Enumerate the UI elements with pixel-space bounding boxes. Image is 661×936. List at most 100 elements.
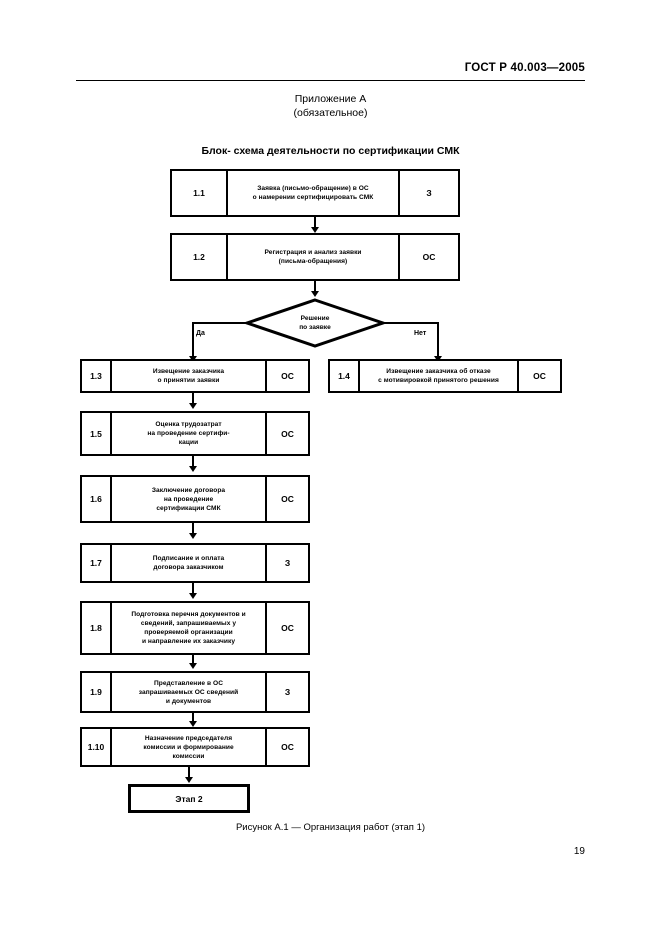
step-text-line1: Подготовка перечня документов и <box>131 611 246 618</box>
branch-no-horizontal <box>383 322 439 324</box>
diamond-shape <box>245 298 385 348</box>
step-text-line2: сведений, запрашиваемых у <box>140 620 237 627</box>
step-actor: ОС <box>265 603 308 653</box>
step-text-line3: сертификации СМК <box>156 504 221 512</box>
step-text-line1: Регистрация и анализ заявки <box>264 249 362 256</box>
step-text-line1: Извещение заказчика об отказе <box>386 368 491 375</box>
step-actor: ОС <box>265 361 308 391</box>
step-description: Извещение заказчика о принятии заявки <box>112 361 265 391</box>
page-number: 19 <box>573 846 585 857</box>
connector-1-9-to-1-10 <box>192 713 194 723</box>
connector-1-1-to-1-2 <box>314 217 316 229</box>
flow-step-1-3: 1.3 Извещение заказчика о принятии заявк… <box>80 359 310 393</box>
step-text-line4: и направление их заказчику <box>141 638 236 645</box>
flow-step-1-8: 1.8 Подготовка перечня документов и свед… <box>80 601 310 655</box>
step-text-line3: кации <box>178 439 199 446</box>
arrowhead-1-3-to-1-5 <box>189 403 197 409</box>
step-id: 1.6 <box>82 477 112 521</box>
flow-step-1-7: 1.7 Подписание и оплата договора заказчи… <box>80 543 310 583</box>
step-text-line2: о принятии заявки <box>157 377 220 384</box>
step-id: 1.9 <box>82 673 112 711</box>
step-actor: ОС <box>265 729 308 765</box>
step-text-line1: Заключение договора <box>151 486 226 494</box>
arrowhead-1-7-to-1-8 <box>189 593 197 599</box>
step-id: 1.5 <box>82 413 112 454</box>
step-id: 1.2 <box>172 235 228 279</box>
step-description: Подготовка перечня документов и сведений… <box>112 603 265 653</box>
step-text-line2: запрашиваемых ОС сведений <box>138 688 239 696</box>
step-text-line2: договора заказчиком <box>153 564 224 571</box>
step-text-line1: Назначение председателя <box>144 734 233 742</box>
arrowhead-1-6-to-1-7 <box>189 533 197 539</box>
step-description: Извещение заказчика об отказе с мотивиро… <box>360 361 517 391</box>
figure-caption: Рисунок А.1 — Организация работ (этап 1) <box>235 822 426 833</box>
document-header: ГОСТ Р 40.003—2005 <box>464 62 585 74</box>
step-text-line1: Заявка (письмо-обращение) в ОС <box>257 185 369 192</box>
step-actor: ОС <box>517 361 560 391</box>
branch-no-vertical <box>437 322 439 358</box>
branch-yes-label: Да <box>196 330 205 337</box>
scheme-title: Блок- схема деятельности по сертификации… <box>201 145 460 157</box>
step-text-line2: (письма-обращения) <box>278 258 348 265</box>
connector-1-6-to-1-7 <box>192 523 194 535</box>
connector-1-2-to-decision <box>314 281 316 293</box>
connector-1-8-to-1-9 <box>192 655 194 665</box>
step-description: Регистрация и анализ заявки (письма-обра… <box>228 235 398 279</box>
step-id: 1.3 <box>82 361 112 391</box>
flow-step-1-2: 1.2 Регистрация и анализ заявки (письма-… <box>170 233 460 281</box>
step-text-line2: на проведение сертифи- <box>147 430 230 437</box>
step-text-line3: и документов <box>165 697 212 705</box>
appendix-title: Приложение А (обязательное) <box>0 92 661 120</box>
step-id: 1.10 <box>82 729 112 765</box>
step-description: Заявка (письмо-обращение) в ОС о намерен… <box>228 171 398 215</box>
step-description: Оценка трудозатрат на проведение сертифи… <box>112 413 265 454</box>
arrowhead-1-10-to-terminal <box>185 777 193 783</box>
step-actor: З <box>398 171 458 215</box>
branch-yes-vertical <box>192 322 194 358</box>
step-text-line3: комиссии <box>172 752 205 760</box>
terminal-stage-2: Этап 2 <box>128 784 250 813</box>
step-description: Заключение договора на проведение сертиф… <box>112 477 265 521</box>
header-rule <box>76 80 585 81</box>
connector-1-5-to-1-6 <box>192 456 194 468</box>
step-actor: ОС <box>265 477 308 521</box>
step-text-line2: на проведение <box>163 495 214 503</box>
step-actor: ОС <box>265 413 308 454</box>
decision-diamond: Решение по заявке <box>245 298 385 348</box>
step-description: Представление в ОС запрашиваемых ОС свед… <box>112 673 265 711</box>
connector-1-7-to-1-8 <box>192 583 194 595</box>
appendix-title-line2: (обязательное) <box>293 107 368 119</box>
arrowhead-1-2-to-decision <box>311 291 319 297</box>
flow-step-1-4: 1.4 Извещение заказчика об отказе с моти… <box>328 359 562 393</box>
connector-1-10-to-terminal <box>188 767 190 779</box>
arrowhead-1-5-to-1-6 <box>189 466 197 472</box>
step-description: Подписание и оплата договора заказчиком <box>112 545 265 581</box>
flow-step-1-5: 1.5 Оценка трудозатрат на проведение сер… <box>80 411 310 456</box>
step-text-line1: Подписание и оплата <box>152 555 225 562</box>
step-id: 1.1 <box>172 171 228 215</box>
step-description: Назначение председателя комиссии и форми… <box>112 729 265 765</box>
step-text-line1: Оценка трудозатрат <box>155 421 222 428</box>
step-actor: З <box>265 545 308 581</box>
flow-step-1-6: 1.6 Заключение договора на проведение се… <box>80 475 310 523</box>
step-text-line3: проверяемой организации <box>144 629 233 636</box>
flow-step-1-1: 1.1 Заявка (письмо-обращение) в ОС о нам… <box>170 169 460 217</box>
step-id: 1.8 <box>82 603 112 653</box>
step-text-line2: о намерении сертифицировать СМК <box>252 194 374 201</box>
branch-yes-horizontal <box>192 322 247 324</box>
step-text-line2: с мотивировкой принятого решения <box>378 377 499 384</box>
arrowhead-1-1-to-1-2 <box>311 227 319 233</box>
step-id: 1.4 <box>330 361 360 391</box>
flow-step-1-10: 1.10 Назначение председателя комиссии и … <box>80 727 310 767</box>
connector-1-3-to-1-5 <box>192 393 194 405</box>
branch-no-label: Нет <box>414 330 427 337</box>
flow-step-1-9: 1.9 Представление в ОС запрашиваемых ОС … <box>80 671 310 713</box>
step-text-line2: комиссии и формирование <box>143 743 234 751</box>
step-text-line1: Представление в ОС <box>153 679 224 687</box>
step-text-line1: Извещение заказчика <box>152 368 225 375</box>
arrowhead-1-8-to-1-9 <box>189 663 197 669</box>
step-actor: З <box>265 673 308 711</box>
arrowhead-1-9-to-1-10 <box>189 721 197 727</box>
step-id: 1.7 <box>82 545 112 581</box>
